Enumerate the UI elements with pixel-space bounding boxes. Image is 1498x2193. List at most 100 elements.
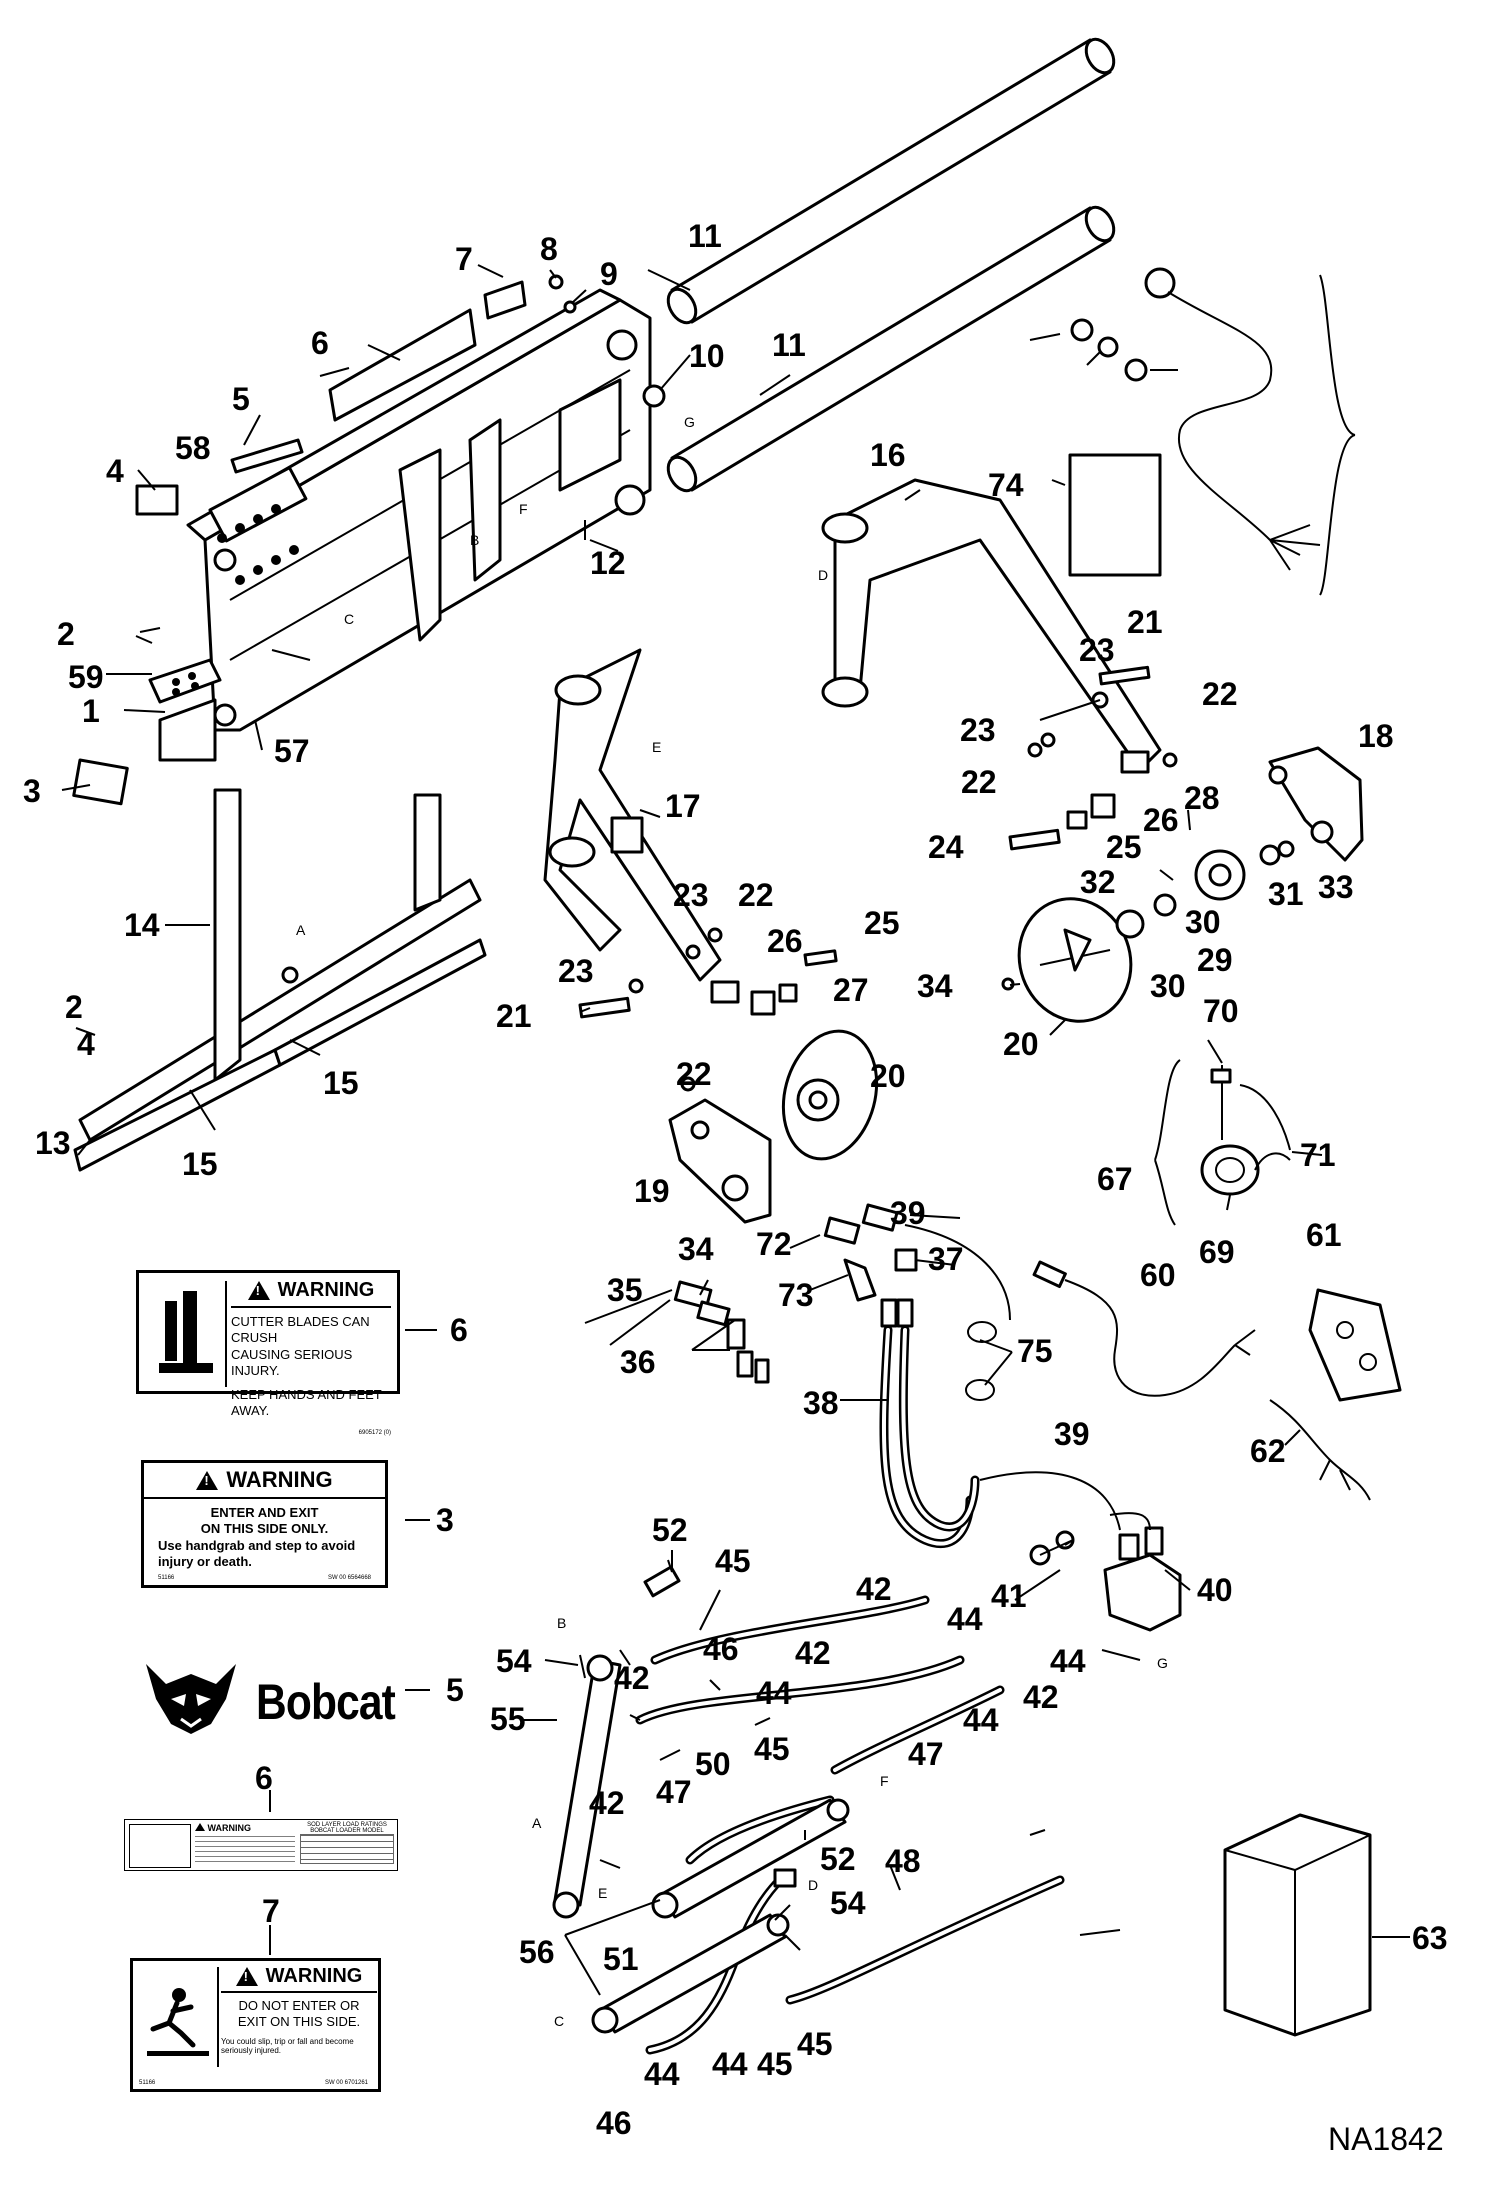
warning-header: WARNING <box>231 1279 391 1302</box>
decal-line: CUTTER BLADES CAN CRUSH <box>231 1314 370 1346</box>
callout-decal-4: 6 <box>450 1312 468 1348</box>
callout: 17 <box>665 788 701 824</box>
callout: 28 <box>1184 780 1220 816</box>
disc-20-right <box>1017 840 1295 1023</box>
arm-hardware <box>75 665 1178 1092</box>
callout: 16 <box>870 437 906 473</box>
callout: 59 <box>68 659 104 695</box>
manual-76 <box>1068 453 1162 577</box>
callout: 52 <box>652 1512 688 1548</box>
letter-label: E <box>652 739 661 755</box>
callout: 37 <box>928 1241 964 1277</box>
callout: 67 <box>1097 1161 1133 1197</box>
decal-7-position <box>483 280 527 320</box>
washer-9 <box>563 300 577 314</box>
letter-label: F <box>880 1773 889 1789</box>
callout: 22 <box>961 764 997 800</box>
callout: 45 <box>757 2046 793 2082</box>
callout: 42 <box>1023 1679 1059 1715</box>
callout: 72 <box>756 1226 792 1262</box>
callout: 13 <box>35 1125 71 1161</box>
nut-10 <box>642 384 666 408</box>
callout: 45 <box>797 2026 833 2062</box>
callout: 23 <box>558 953 594 989</box>
pin-53 <box>773 1868 797 1888</box>
callout: 40 <box>1197 1572 1233 1608</box>
slip-fall-icon <box>139 1967 219 2067</box>
callout: 9 <box>600 256 618 292</box>
decal-3-position <box>72 758 129 806</box>
blade-assembly <box>73 788 487 1172</box>
callout: 74 <box>988 467 1024 503</box>
letter-label: C <box>554 2013 564 2029</box>
callout: 24 <box>928 829 964 865</box>
callout: 30 <box>1185 904 1221 940</box>
carton-60 <box>1223 1813 1372 2037</box>
bobcat-logo-icon <box>136 1654 246 1744</box>
callout: 35 <box>607 1272 643 1308</box>
decal-subtitle: BOBCAT LOADER MODEL <box>310 1828 384 1834</box>
callout: 45 <box>715 1543 751 1579</box>
callout: 55 <box>490 1701 526 1737</box>
callout: 27 <box>833 972 869 1008</box>
hoses-37 <box>879 1325 980 1549</box>
warning-triangle-icon <box>196 1470 219 1490</box>
callout-numbers: 4 2 1 3 59 4 58 5 6 7 8 9 10 11 11 12 57… <box>23 218 1448 2141</box>
callout: 30 <box>1150 968 1186 1004</box>
decal-brand: Bobcat <box>256 1674 396 1730</box>
decal-code: 6905172 (0) <box>358 1429 391 1436</box>
callout: 58 <box>175 430 211 466</box>
callout: 2 <box>57 616 75 652</box>
callout: 42 <box>614 1660 650 1696</box>
callout: 26 <box>1143 802 1179 838</box>
hand-crush-icon <box>145 1281 227 1387</box>
arm-16 <box>821 478 1162 774</box>
warning-header: WARNING <box>144 1463 385 1499</box>
callout: 36 <box>620 1344 656 1380</box>
callout: 31 <box>1268 876 1304 912</box>
callout: 22 <box>1202 676 1238 712</box>
callout-decal-6: 6 <box>255 1760 273 1796</box>
callout: 18 <box>1358 718 1394 754</box>
clip-75a <box>967 1321 997 1343</box>
tube-lower <box>666 205 1116 493</box>
callout: 75 <box>1017 1333 1053 1369</box>
decal-code: SW 00 6701261 <box>324 2080 368 2086</box>
callout: 8 <box>540 231 558 267</box>
letter-label: D <box>818 567 828 583</box>
harness-64 <box>1070 267 1321 571</box>
callout: 32 <box>1080 864 1116 900</box>
decal-5-illustration: Bobcat <box>126 1649 396 1750</box>
reference-letters: A A B B C C D D E E F F G G <box>296 414 1168 2029</box>
callout: 12 <box>590 545 626 581</box>
callout: 21 <box>1127 604 1163 640</box>
pin-assembly-69 <box>1200 1065 1291 1196</box>
callout: 25 <box>1106 829 1142 865</box>
callout: 44 <box>712 2046 748 2082</box>
cylinder-56 <box>552 1654 622 1919</box>
harness-63 <box>1269 1399 1371 1501</box>
callout: 39 <box>1054 1416 1090 1452</box>
step-plate <box>148 658 222 704</box>
hydraulic-fittings <box>673 1203 918 1384</box>
cylinder-55b <box>591 1913 790 2034</box>
decal-line: ON THIS SIDE ONLY. <box>200 1521 329 1537</box>
decal-4-position <box>135 484 179 516</box>
callout: 23 <box>673 877 709 913</box>
callout: 62 <box>1250 1433 1286 1469</box>
callout: 60 <box>1140 1257 1176 1293</box>
callout: 46 <box>596 2105 632 2141</box>
decal-code: SW 00 6564668 <box>327 1575 371 1581</box>
callout: 3 <box>23 773 41 809</box>
bolt-2-upper <box>139 627 161 633</box>
callout: 69 <box>1199 1234 1235 1270</box>
handle-blocks <box>208 466 308 585</box>
callout: 38 <box>803 1385 839 1421</box>
callout: 23 <box>1079 632 1115 668</box>
callout: 11 <box>772 327 806 363</box>
decal-3-illustration: WARNING ENTER AND EXIT ON THIS SIDE ONLY… <box>141 1460 388 1588</box>
callout: 45 <box>754 1731 790 1767</box>
callout: 42 <box>589 1785 625 1821</box>
letter-label: B <box>557 1615 566 1631</box>
callout: 21 <box>496 998 532 1034</box>
